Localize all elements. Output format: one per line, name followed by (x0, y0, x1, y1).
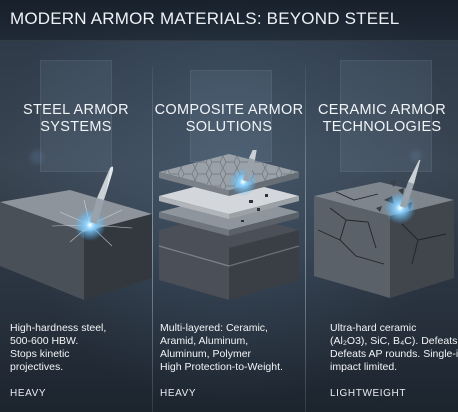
ceramic-block-front (314, 196, 390, 298)
impact-glow (74, 209, 106, 241)
panel-description: High-hardness steel, 500-600 HBW. Stops … (10, 322, 150, 374)
panel-description: Multi-layered: Ceramic, Aramid, Aluminum… (160, 322, 304, 374)
description-line: Ultra-hard ceramic (330, 322, 417, 334)
heading-line: SOLUTIONS (185, 119, 273, 135)
composite-layers-illustration (158, 150, 300, 300)
description-line: Stops kinetic (10, 348, 70, 360)
polymer-layer-side (229, 230, 299, 300)
background-light (410, 150, 422, 162)
impact-glow (229, 168, 257, 196)
steel-block-front (0, 202, 84, 300)
description-line: 500-600 HBW. (10, 335, 79, 347)
ceramic-block-top (314, 182, 454, 216)
impact-glow (384, 192, 416, 224)
weight-label: HEAVY (10, 388, 47, 399)
background-window (40, 60, 112, 172)
ceramic-block-illustration (314, 160, 454, 298)
background-light (30, 150, 44, 164)
title-bar: MODERN ARMOR MATERIALS: BEYOND STEEL (0, 0, 458, 41)
description-line: High-hardness steel, (10, 322, 107, 334)
description-line: Defeats AP rounds. Single-i (330, 348, 458, 360)
polymer-layer-front (159, 230, 229, 300)
steel-armor-block-illustration (0, 166, 152, 300)
heading-line: TECHNOLOGIES (322, 119, 442, 135)
description-line: (Al₂O3), SiC, B₄C). Defeats (330, 335, 458, 347)
panel-description: Ultra-hard ceramic (Al₂O3), SiC, B₄C). D… (330, 322, 458, 374)
description-line: Multi-layered: Ceramic, (160, 322, 268, 334)
background-window (190, 70, 272, 162)
heading-line: COMPOSITE ARMOR (154, 102, 304, 118)
description-line: High Protection-to-Weight. (160, 361, 283, 373)
ceramic-fracture-lines (317, 191, 447, 265)
bullet-icon (90, 166, 114, 224)
column-divider (305, 66, 306, 412)
heading-line: SYSTEMS (40, 119, 112, 135)
panel-heading: CERAMIC ARMOR TECHNOLOGIES (306, 102, 458, 136)
background-window (340, 60, 432, 172)
debris-fragments (241, 194, 268, 222)
column-divider (152, 66, 153, 412)
heading-line: STEEL ARMOR (23, 102, 129, 118)
bullet-icon (400, 160, 421, 208)
bullet-icon (243, 150, 257, 182)
page-title: MODERN ARMOR MATERIALS: BEYOND STEEL (10, 9, 400, 28)
steel-block-top (0, 190, 152, 232)
weight-label: HEAVY (160, 388, 197, 399)
panel-heading: STEEL ARMOR SYSTEMS (0, 102, 152, 136)
panel-heading: COMPOSITE ARMOR SOLUTIONS (153, 102, 305, 136)
description-line: projectives. (10, 361, 64, 373)
heading-line: CERAMIC ARMOR (318, 102, 446, 118)
description-line: Aramid, Aluminum, (160, 335, 249, 347)
ceramic-block-side (390, 200, 454, 298)
weight-label: LIGHTWEIGHT (330, 388, 407, 399)
description-line: Aluminum, Polymer (160, 348, 252, 360)
description-line: impact limited. (330, 361, 398, 373)
